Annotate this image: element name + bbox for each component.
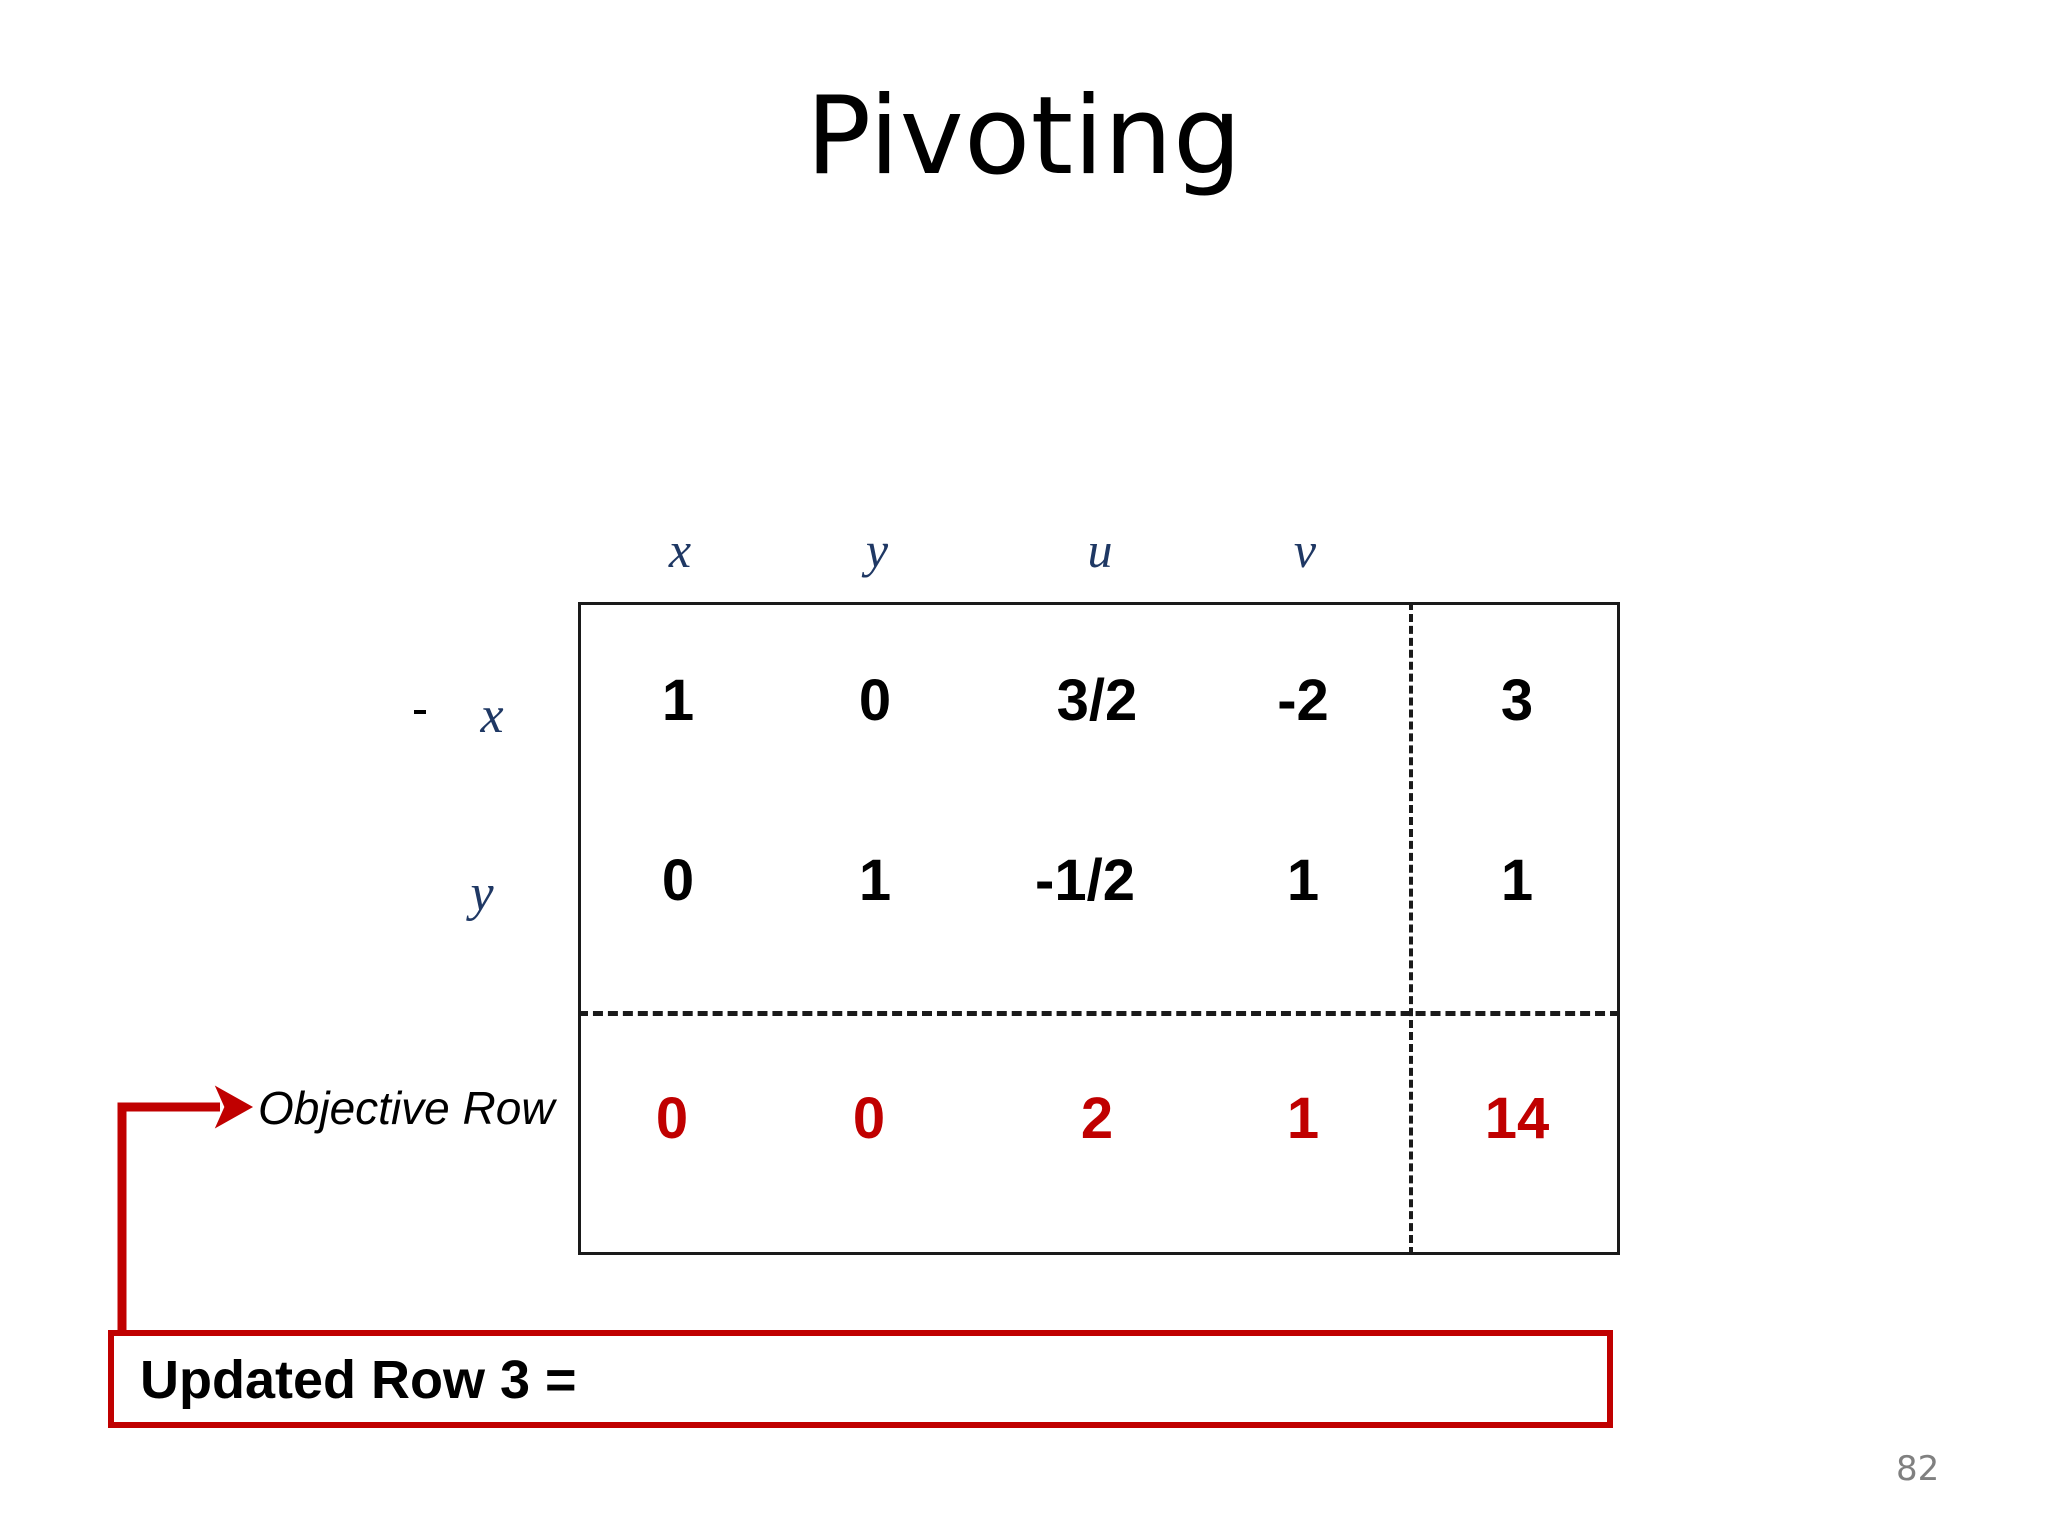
table-cell-r2-y: 1 [858, 848, 892, 913]
column-header-v: v [1293, 522, 1317, 578]
table-cell-r2-v: 1 [1286, 848, 1320, 913]
row-label-x: x [480, 687, 504, 744]
tableau-vertical-divider [1409, 602, 1413, 1255]
updated-row-text: Updated Row 3 = [140, 1350, 577, 1410]
table-cell-obj-u: 2 [1080, 1086, 1114, 1151]
table-cell-obj-x: 0 [655, 1086, 689, 1151]
column-header-u: u [1087, 522, 1113, 578]
table-cell-r2-u: -1/2 [1035, 848, 1135, 913]
objective-row-label: Objective Row [258, 1082, 555, 1134]
column-header-y: y [865, 522, 889, 578]
table-cell-r1-u: 3/2 [1056, 668, 1138, 733]
tableau-horizontal-divider [578, 1011, 1620, 1016]
table-cell-obj-rhs: 14 [1484, 1086, 1550, 1151]
table-cell-r1-x: 1 [661, 668, 695, 733]
table-cell-obj-v: 1 [1286, 1086, 1320, 1151]
simplex-tableau [578, 602, 1620, 1255]
row-label-y: y [470, 865, 494, 922]
page-title: Pivoting [805, 74, 1243, 199]
page-number: 82 [1896, 1449, 1940, 1489]
column-header-x: x [668, 522, 692, 578]
updated-row-box [108, 1330, 1613, 1428]
table-cell-r2-rhs: 1 [1500, 848, 1534, 913]
row-label-tick-mark [414, 710, 426, 714]
table-cell-r2-x: 0 [661, 848, 695, 913]
table-cell-obj-y: 0 [852, 1086, 886, 1151]
table-cell-r1-v: -2 [1277, 668, 1329, 733]
table-cell-r1-rhs: 3 [1500, 668, 1534, 733]
table-cell-r1-y: 0 [858, 668, 892, 733]
